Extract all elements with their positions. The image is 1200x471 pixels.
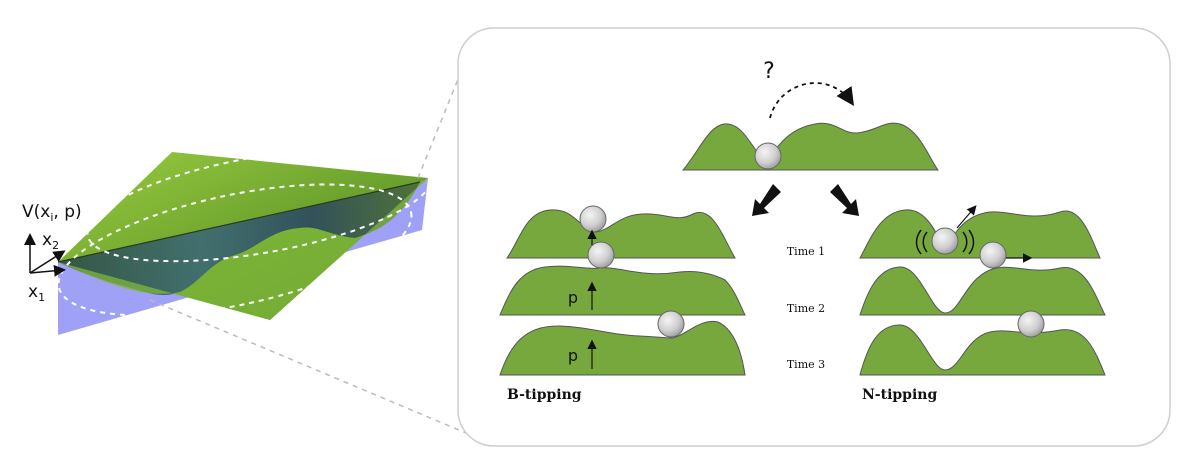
b-hills-time1: [506, 209, 736, 259]
n-tipping-title: N-tipping: [862, 387, 937, 403]
vibration-right-1: [962, 231, 968, 253]
vibration-left-2: [915, 229, 922, 255]
axis-x1: [29, 264, 66, 277]
arrow-to-n-tipping: [830, 184, 859, 216]
landscape-front-ridge: [58, 178, 428, 320]
top-ball: [754, 142, 782, 170]
question-mark: ?: [763, 59, 775, 84]
kick-arrow: [956, 205, 977, 229]
time-labels: Time 1 Time 2 Time 3: [787, 245, 825, 371]
zoom-line-bottom: [149, 299, 479, 439]
b-param-label-time3: p: [568, 346, 578, 365]
axis-x2: [29, 250, 66, 274]
b-tipping-title: B-tipping: [507, 387, 582, 403]
n-ball-time1b: [979, 241, 1007, 269]
b-hills-time3: [499, 320, 746, 376]
n-hills-time1: [859, 209, 1101, 259]
top-hills: [681, 122, 940, 171]
arrow-to-b-tipping: [752, 184, 781, 216]
time-label-2: Time 2: [787, 302, 825, 315]
b-hills-time2: [499, 265, 746, 316]
b-ball-time3: [657, 310, 685, 338]
b-ball-time1: [579, 205, 607, 233]
n-tipping-column: N-tipping: [859, 205, 1106, 403]
dashed-ellipse-upper: [86, 147, 434, 263]
b-param-label-time2: p: [568, 288, 578, 307]
vibration-left-1: [922, 231, 928, 253]
potential-axis-label: V(xi, p): [22, 202, 82, 224]
time-label-3: Time 3: [787, 358, 825, 371]
vibration-right-2: [968, 229, 975, 255]
n-hills-time2: [859, 266, 1106, 316]
n-ball-time1: [931, 227, 959, 255]
surface-edge: [57, 181, 421, 263]
potential-landscape-3d: V(xi, p) x2 x1: [22, 147, 434, 335]
x2-axis-label: x2: [42, 230, 59, 252]
dashed-ellipse-lower: [57, 183, 413, 317]
n-hills-time3: [859, 324, 1106, 376]
time-label-1: Time 1: [787, 245, 825, 258]
x1-axis-label: x1: [28, 282, 45, 304]
b-ball-time2: [587, 241, 615, 269]
landscape-valley: [58, 182, 420, 295]
b-tipping-column: p p B-tipping: [499, 205, 746, 403]
n-ball-time3: [1017, 310, 1045, 338]
initial-landscape: ?: [681, 59, 940, 216]
